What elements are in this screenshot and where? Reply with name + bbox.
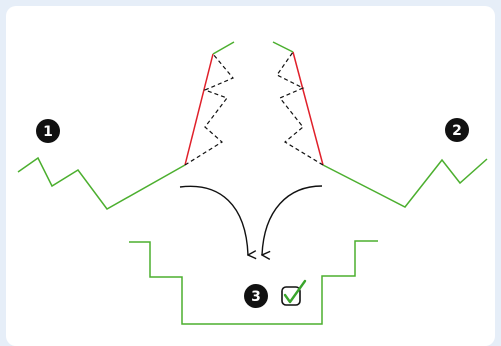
step-marker-3-label: 3: [251, 289, 261, 305]
right-curved-arrow: [262, 185, 323, 255]
diagram-canvas: 1 2 3: [17, 41, 488, 325]
combined-profile: [129, 240, 378, 325]
left-dashed-outline: [184, 53, 234, 166]
left-curved-arrow: [179, 185, 248, 255]
right-dashed-outline: [276, 51, 324, 166]
right-profile: [322, 158, 488, 208]
step-marker-2: 2: [445, 118, 469, 142]
right-cut-line: [292, 51, 324, 166]
check-box-icon: [281, 279, 307, 306]
left-cut-line: [184, 53, 214, 166]
left-profile: [17, 156, 186, 210]
step-marker-1-label: 1: [43, 124, 53, 140]
step-marker-1: 1: [36, 119, 60, 143]
step-marker-3: 3: [244, 284, 268, 308]
left-top-stub: [212, 41, 235, 55]
step-marker-2-label: 2: [452, 123, 462, 139]
right-top-stub: [272, 41, 294, 53]
